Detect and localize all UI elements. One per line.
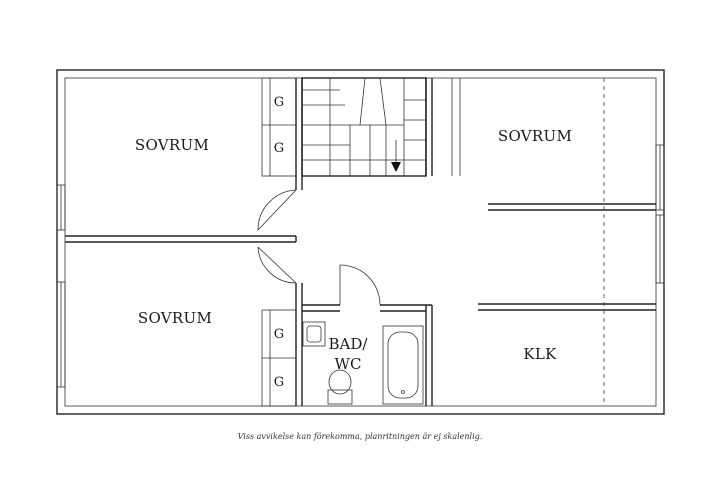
window-right-top [655, 144, 665, 211]
door-bedroom-top-left [257, 189, 297, 231]
wardrobe-label: G [274, 141, 284, 156]
wall-kitchen-top [478, 303, 656, 311]
window-right-bottom [655, 214, 665, 284]
staircase [301, 77, 427, 177]
toilet [327, 369, 353, 405]
wardrobe-label: G [274, 95, 284, 110]
wall-right-bedroom-bottom [488, 203, 656, 211]
wardrobe-column-top [261, 77, 297, 177]
hall-wall-left [295, 78, 303, 406]
wardrobe-label: G [274, 327, 284, 342]
bathroom-walls [302, 304, 433, 406]
wardrobe-column-bottom [261, 309, 297, 407]
window-left-top [56, 184, 66, 231]
room-label-bedroom-top-left: SOVRUM [135, 136, 209, 154]
wall-left-bedrooms [65, 235, 296, 243]
room-label-bath-line2: WC [335, 355, 362, 373]
wardrobe-label: G [274, 375, 284, 390]
door-bathroom [339, 264, 381, 306]
room-label-bath-line1: BAD/ [329, 335, 369, 353]
room-label-bedroom-bottom-left: SOVRUM [138, 309, 212, 327]
room-label-bedroom-top-right: SOVRUM [498, 127, 572, 145]
disclaimer-text: Viss avvikelse kan förekomma, planritnin… [237, 432, 483, 441]
sink [302, 321, 326, 347]
room-label-kitchen: KLK [523, 345, 557, 363]
door-bedroom-bottom-left [257, 246, 297, 284]
window-left-bottom [56, 281, 66, 388]
wall-right-vertical [425, 78, 461, 176]
bathtub [382, 325, 424, 405]
